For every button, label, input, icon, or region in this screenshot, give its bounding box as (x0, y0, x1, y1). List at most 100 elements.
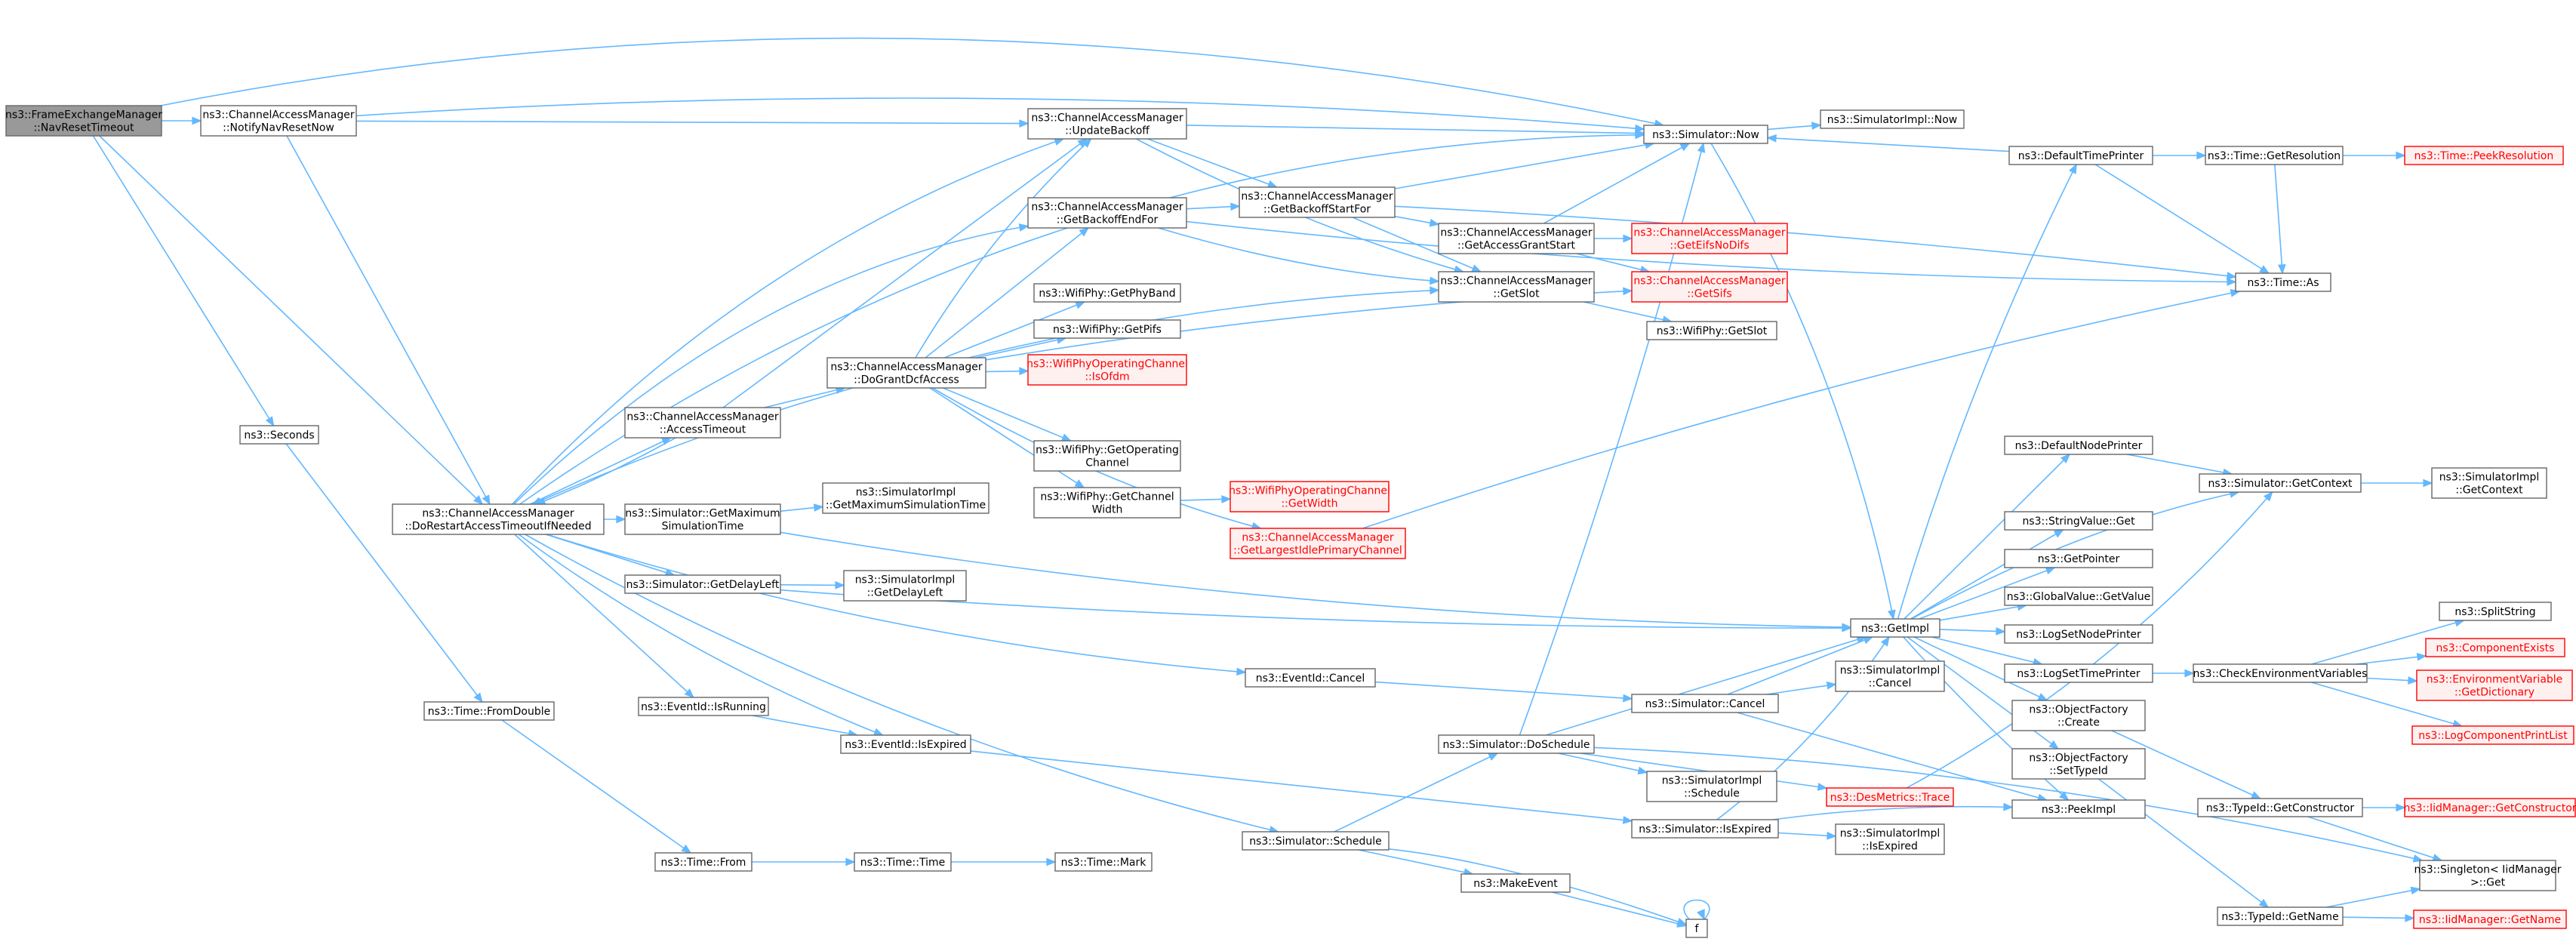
node-checkenv[interactable]: ns3::CheckEnvironmentVariables (2193, 663, 2368, 683)
node-box (843, 570, 967, 602)
node-implschedule[interactable]: ns3::SimulatorImpl::Schedule (1646, 771, 1777, 802)
node-makeevent[interactable]: ns3::MakeEvent (1460, 873, 1571, 893)
node-timeas[interactable]: ns3::Time::As (2235, 272, 2331, 292)
node-opgetwidth[interactable]: ns3::WifiPhyOperatingChannel::GetWidth (1229, 481, 1390, 512)
node-implnow[interactable]: ns3::SimulatorImpl::Now (1820, 109, 1965, 129)
node-phygetslot[interactable]: ns3::WifiPhy::GetSlot (1646, 321, 1777, 340)
node-logcomplist[interactable]: ns3::LogComponentPrintList (2411, 725, 2574, 745)
node-label: ns3::ChannelAccessManager (1440, 275, 1593, 288)
node-getbackoffendfor[interactable]: ns3::ChannelAccessManager::GetBackoffEnd… (1027, 197, 1187, 229)
node-simisexpired[interactable]: ns3::Simulator::IsExpired (1631, 819, 1779, 839)
node-notifynav[interactable]: ns3::ChannelAccessManager::NotifyNavRese… (200, 105, 357, 137)
node-dogrant[interactable]: ns3::ChannelAccessManager::DoGrantDcfAcc… (826, 357, 986, 389)
node-getphyband[interactable]: ns3::WifiPhy::GetPhyBand (1033, 283, 1181, 303)
node-componentexists[interactable]: ns3::ComponentExists (2425, 638, 2565, 657)
node-label: SimulationTime (662, 521, 744, 533)
node-defaulttimeprinter[interactable]: ns3::DefaultTimePrinter (2008, 146, 2153, 165)
node-label: ns3::ChannelAccessManager (1633, 227, 1786, 239)
node-now[interactable]: ns3::Simulator::Now (1643, 125, 1768, 144)
node-timefrom[interactable]: ns3::Time::From (654, 852, 752, 872)
node-timetime[interactable]: ns3::Time::Time (854, 852, 952, 872)
node-simcancel[interactable]: ns3::Simulator::Cancel (1631, 694, 1779, 713)
arrowhead (1236, 667, 1247, 676)
node-desmetrics[interactable]: ns3::DesMetrics::Trace (1826, 787, 1954, 807)
node-getaccessgrantstart[interactable]: ns3::ChannelAccessManager::GetAccessGran… (1438, 223, 1595, 254)
node-isofdm[interactable]: ns3::WifiPhyOperatingChannel::IsOfdm (1026, 354, 1188, 386)
node-label: Width (1092, 504, 1123, 516)
node-timemark[interactable]: ns3::Time::Mark (1054, 852, 1153, 872)
node-implgetmaxsimtime[interactable]: ns3::SimulatorImpl::GetMaximumSimulation… (822, 482, 989, 514)
node-f[interactable]: f (1685, 919, 1708, 938)
call-edge-dogrant-to-getslot (968, 286, 1440, 359)
node-lognodeprinter[interactable]: ns3::LogSetNodePrinter (2004, 624, 2153, 644)
node-label: ns3::Time::GetResolution (2208, 150, 2341, 162)
node-isrunning[interactable]: ns3::EventId::IsRunning (638, 697, 769, 716)
arrowhead (2003, 802, 2014, 811)
node-label: ns3::Simulator::GetDelayLeft (626, 579, 780, 591)
node-label: ns3::EventId::IsRunning (641, 701, 766, 713)
call-edge-navreset-to-seconds (92, 135, 275, 427)
node-restart[interactable]: ns3::ChannelAccessManager::DoRestartAcce… (392, 503, 605, 535)
node-label: f (1695, 923, 1700, 935)
node-singleton[interactable]: ns3::Singleton< IidManager>::Get (2414, 860, 2562, 891)
node-getsifs[interactable]: ns3::ChannelAccessManager::GetSifs (1631, 271, 1788, 303)
node-implisexpired[interactable]: ns3::SimulatorImpl::IsExpired (1835, 823, 1945, 855)
node-accesstimeout[interactable]: ns3::ChannelAccessManager::AccessTimeout (624, 407, 781, 439)
node-getpointer[interactable]: ns3::GetPointer (2004, 549, 2153, 568)
arrowhead (2405, 914, 2415, 922)
node-getdelayleft[interactable]: ns3::Simulator::GetDelayLeft (624, 574, 781, 594)
node-getmaxsimtime[interactable]: ns3::Simulator::GetMaximumSimulationTime (624, 503, 781, 535)
node-getresolution[interactable]: ns3::Time::GetResolution (2205, 146, 2344, 165)
node-box (1643, 125, 1768, 144)
node-defaultnodeprinter[interactable]: ns3::DefaultNodePrinter (2004, 435, 2153, 455)
node-typeidgetctor[interactable]: ns3::TypeId::GetConstructor (2197, 798, 2363, 817)
node-label: ns3::SimulatorImpl (1840, 828, 1940, 840)
node-doschedule[interactable]: ns3::Simulator::DoSchedule (1438, 734, 1595, 754)
node-box (822, 482, 989, 514)
node-label: ns3::WifiPhyOperatingChannel (1026, 359, 1188, 371)
node-getlargest[interactable]: ns3::ChannelAccessManager::GetLargestIdl… (1230, 528, 1406, 559)
node-implgetdelayleft[interactable]: ns3::SimulatorImpl::GetDelayLeft (843, 570, 967, 602)
node-implcancel[interactable]: ns3::SimulatorImpl::Cancel (1835, 660, 1945, 692)
arrowhead (1266, 180, 1278, 189)
call-edge-getbackoffstartfor-to-getslot (1352, 217, 1482, 272)
node-label: ::GetLargestIdlePrimaryChannel (1233, 545, 1402, 557)
arrowhead (1079, 227, 1090, 237)
node-iidgetname[interactable]: ns3::IidManager::GetName (2413, 909, 2567, 929)
node-seconds[interactable]: ns3::Seconds (239, 425, 319, 445)
call-edge-getbackoffstartfor-to-timeas (1394, 205, 2237, 280)
node-typeidgetname[interactable]: ns3::TypeId::GetName (2217, 906, 2344, 926)
node-box (1438, 223, 1595, 254)
arrowhead (1842, 623, 1852, 632)
node-updatebackoff[interactable]: ns3::ChannelAccessManager::UpdateBackoff (1027, 108, 1187, 140)
node-envgetdict[interactable]: ns3::EnvironmentVariable::GetDictionary (2416, 669, 2573, 701)
node-getpifs[interactable]: ns3::WifiPhy::GetPifs (1033, 319, 1181, 339)
node-box (2416, 669, 2573, 701)
node-stringvalueget[interactable]: ns3::StringValue::Get (2004, 511, 2153, 531)
node-peekresolution[interactable]: ns3::Time::PeekResolution (2404, 146, 2564, 165)
node-implgetcontext[interactable]: ns3::SimulatorImpl::GetContext (2431, 467, 2547, 499)
node-logtimeprinter[interactable]: ns3::LogSetTimePrinter (2004, 663, 2153, 683)
node-label: ns3::Simulator::GetContext (2208, 478, 2353, 490)
node-peekimpl[interactable]: ns3::PeekImpl (2011, 799, 2146, 819)
node-objfactsettypeid[interactable]: ns3::ObjectFactory::SetTypeId (2011, 748, 2146, 780)
node-splitstring[interactable]: ns3::SplitString (2439, 602, 2552, 621)
node-schedule[interactable]: ns3::Simulator::Schedule (1242, 831, 1390, 851)
arrowhead (2410, 886, 2421, 895)
call-edge-getbackoffendfor-to-getbackoffstartfor (1186, 202, 1241, 211)
node-geteifsnodifs[interactable]: ns3::ChannelAccessManager::GetEifsNoDifs (1631, 223, 1788, 254)
node-objfactcreate[interactable]: ns3::ObjectFactory::Create (2011, 700, 2146, 731)
node-getimpl[interactable]: ns3::GetImpl (1850, 618, 1940, 638)
node-navreset[interactable]: ns3::FrameExchangeManager::NavResetTimeo… (5, 105, 162, 137)
node-iidgetctor[interactable]: ns3::IidManager::GetConstructor (2403, 798, 2576, 817)
node-fromdouble[interactable]: ns3::Time::FromDouble (423, 701, 555, 721)
arrowhead (2258, 898, 2270, 908)
node-simgetcontext[interactable]: ns3::Simulator::GetContext (2199, 473, 2362, 493)
node-isexpired[interactable]: ns3::EventId::IsExpired (840, 734, 971, 754)
node-getslot[interactable]: ns3::ChannelAccessManager::GetSlot (1438, 271, 1595, 303)
node-getbackoffstartfor[interactable]: ns3::ChannelAccessManager::GetBackoffSta… (1239, 186, 1396, 218)
node-eventcancel[interactable]: ns3::EventId::Cancel (1245, 668, 1376, 688)
node-globalvalue[interactable]: ns3::GlobalValue::GetValue (2004, 586, 2153, 606)
